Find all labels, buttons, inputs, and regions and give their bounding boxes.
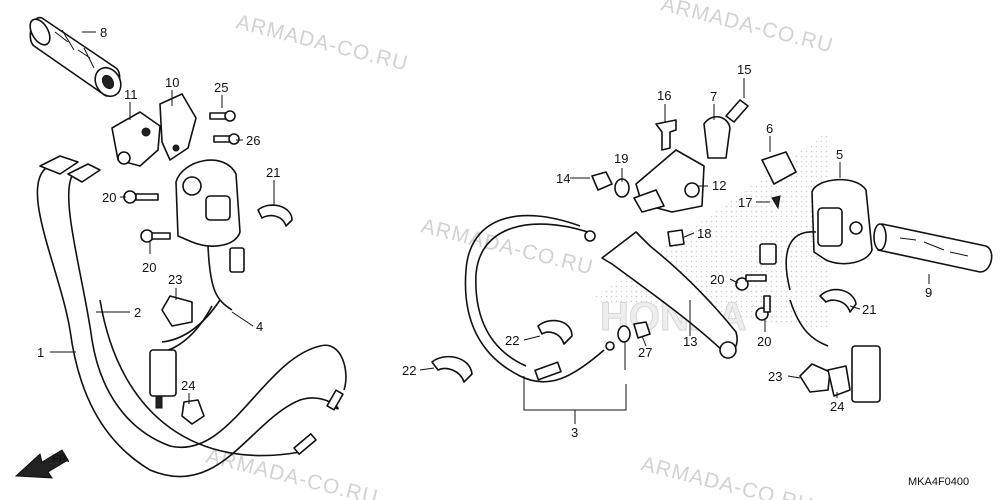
screw-17 <box>771 195 781 210</box>
callout-3: 3 <box>571 425 578 440</box>
clutch-lever-bracket <box>633 149 705 213</box>
throttle-housing <box>111 93 197 167</box>
callout-20: 20 <box>710 272 724 287</box>
callout-23: 23 <box>768 369 782 384</box>
callout-12: 12 <box>712 178 726 193</box>
callout-14: 14 <box>556 171 570 186</box>
front-marker: FR. <box>52 453 70 465</box>
callout-26: 27 <box>638 345 652 360</box>
callout-8: 8 <box>100 25 107 40</box>
nut-26 <box>633 321 651 339</box>
cable-band-21 <box>257 204 293 227</box>
callout-16: 16 <box>657 88 671 103</box>
callout-2: 2 <box>134 305 141 320</box>
watermark: ARMADA-CO.RU <box>659 0 836 58</box>
washer-27 <box>617 325 631 343</box>
clamp-23 <box>161 295 193 327</box>
callout-4: 4 <box>256 319 263 334</box>
right-switch-housing <box>759 178 881 403</box>
clip-24 <box>181 399 205 425</box>
callout-20: 20 <box>102 190 116 205</box>
callout-24: 24 <box>830 399 844 414</box>
callout-24: 24 <box>181 378 195 393</box>
callout-18: 18 <box>697 226 711 241</box>
callout-20: 20 <box>142 260 156 275</box>
left-switch-housing <box>149 159 245 409</box>
clutch-cable <box>464 214 615 383</box>
bolt-15 <box>725 99 749 123</box>
callout-25: 26 <box>246 133 260 148</box>
callout-11: 11 <box>124 87 138 102</box>
callouts: 8 11 10 25 26 20 20 21 23 24 1 2 4 14 19… <box>37 25 932 440</box>
clip-24-right <box>827 365 851 397</box>
front-arrow: FR. <box>14 449 70 479</box>
callout-22: 22 <box>505 333 519 348</box>
left-assembly: FR. <box>14 17 347 479</box>
bolts-20 <box>123 190 171 243</box>
watermark: ARMADA-CO.RU <box>234 11 411 76</box>
callout-25: 25 <box>214 80 228 95</box>
clutch-switch-6 <box>761 151 797 185</box>
diagram-code: MKA4F0400 <box>908 476 969 488</box>
stopper-18 <box>667 229 685 247</box>
callout-21: 21 <box>862 302 876 317</box>
holder-7 <box>703 116 731 159</box>
callout-7: 7 <box>710 89 717 104</box>
screws-25 <box>209 110 240 145</box>
right-grip <box>873 223 993 273</box>
clamp-23-right <box>799 363 831 393</box>
callout-1: 1 <box>37 345 44 360</box>
callout-22: 22 <box>402 363 416 378</box>
watermark: ARMADA-CO.RU <box>639 453 816 500</box>
callout-23: 23 <box>168 272 182 287</box>
callout-6: 6 <box>766 121 773 136</box>
right-assembly <box>431 99 993 403</box>
cable-band-22-b <box>537 319 573 345</box>
leaders <box>50 31 930 424</box>
callout-9: 9 <box>925 285 932 300</box>
throttle-cables <box>36 155 347 478</box>
callout-5: 5 <box>836 147 843 162</box>
pivot-bolt-16 <box>655 119 677 151</box>
callout-19: 19 <box>614 151 628 166</box>
nut-14 <box>591 171 613 191</box>
callout-13: 13 <box>683 334 697 349</box>
callout-15: 15 <box>737 62 751 77</box>
bolts-20-right <box>735 274 771 321</box>
callout-20: 20 <box>757 334 771 349</box>
cable-band-22-a <box>431 355 473 383</box>
callout-10: 10 <box>165 75 179 90</box>
callout-21: 21 <box>266 165 280 180</box>
callout-17: 17 <box>738 195 752 210</box>
watermark: ARMADA-CO.RU <box>419 215 596 280</box>
cable-band-21-right <box>819 288 857 313</box>
throttle-grip <box>29 17 122 98</box>
